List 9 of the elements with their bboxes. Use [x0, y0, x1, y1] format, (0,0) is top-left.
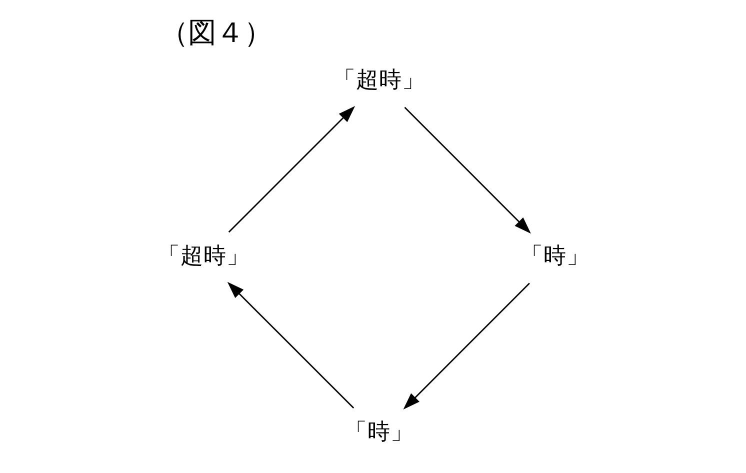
arrow — [226, 282, 354, 409]
arrow — [404, 106, 530, 234]
node-text: 「超時」 — [156, 243, 249, 270]
arrow — [228, 106, 355, 233]
node-text: 「時」 — [520, 243, 590, 270]
arrow — [402, 282, 530, 410]
node-text: 「超時」 — [332, 67, 425, 94]
diagram-title: （図４） — [160, 16, 272, 50]
node-text: 「時」 — [344, 418, 414, 445]
